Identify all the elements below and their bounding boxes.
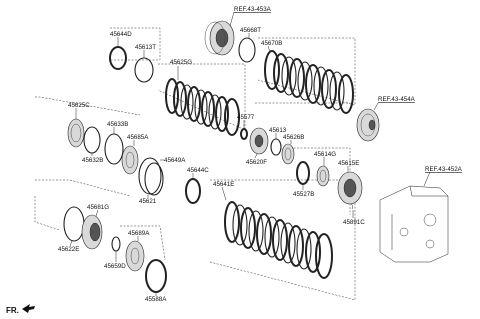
label-45626B: 45626B xyxy=(283,134,304,141)
label-45613: 45613 xyxy=(269,127,287,134)
label-45625C: 45625C xyxy=(68,102,90,109)
part-45649A-ring xyxy=(138,157,162,195)
part-45613T-ring xyxy=(134,57,154,83)
label-45625G: 45625G xyxy=(170,59,192,66)
group-box-lower-left xyxy=(35,179,131,197)
part-45620F-gear xyxy=(249,127,269,155)
part-45613-ring xyxy=(270,138,282,156)
part-45689A-bearing xyxy=(125,240,145,272)
part-45527B-ring xyxy=(296,161,310,185)
ref-link-43-452A[interactable]: REF.43-452A xyxy=(425,166,463,173)
label-45620F: 45620F xyxy=(246,159,267,166)
part-45668T-ring xyxy=(238,37,256,63)
group-box-bottom-left xyxy=(34,196,61,231)
label-45622E: 45622E xyxy=(58,246,79,253)
part-45626B-bearing xyxy=(281,143,295,165)
label-45613T: 45613T xyxy=(135,44,156,51)
label-45649A: 45649A xyxy=(164,157,186,164)
label-45577: 45577 xyxy=(237,114,255,121)
ref-link-43-453A[interactable]: REF.43-453A xyxy=(234,6,272,13)
label-45614G: 45614G xyxy=(314,151,336,158)
part-ref-454A-hub xyxy=(356,108,380,142)
front-arrow-icon xyxy=(22,304,35,313)
part-45670B-clutch-pack xyxy=(264,50,354,114)
part-45622E-ring xyxy=(63,206,85,242)
part-45577-ring xyxy=(240,128,248,140)
label-45644C: 45644C xyxy=(187,167,209,174)
part-ref-452A-case xyxy=(379,185,449,263)
part-45685A-bearing xyxy=(121,145,139,175)
label-45670B: 45670B xyxy=(261,40,282,47)
part-45644C-ring xyxy=(185,178,201,204)
label-45527B: 45527B xyxy=(293,191,314,198)
part-45625C-plate xyxy=(67,118,85,148)
group-box-45615 xyxy=(290,147,351,215)
label-45641E: 45641E xyxy=(213,181,234,188)
group-box-clutch-e xyxy=(209,179,356,301)
part-45633B-ring xyxy=(104,133,124,165)
label-45644D: 45644D xyxy=(110,31,132,38)
part-45632B-ring xyxy=(83,126,101,154)
label-45681G: 45681G xyxy=(87,204,109,211)
ref-link-43-454A[interactable]: REF.43-454A xyxy=(378,96,416,103)
label-45633B: 45633B xyxy=(107,121,128,128)
part-45614G-ring xyxy=(316,165,330,187)
label-45632B: 45632B xyxy=(82,157,103,164)
part-45644D-ring xyxy=(109,46,127,70)
front-direction-label: FR. xyxy=(6,306,19,315)
part-45625G-clutch-pack xyxy=(165,78,240,136)
part-ref-453A-drum xyxy=(204,20,235,56)
group-box-45689 xyxy=(120,225,166,261)
label-45891C: 45891C xyxy=(343,219,365,226)
label-45668T: 45668T xyxy=(240,27,261,34)
label-45659D: 45659D xyxy=(104,263,126,270)
label-45621: 45621 xyxy=(139,198,157,205)
label-45689A: 45689A xyxy=(128,230,150,237)
group-box-top xyxy=(110,27,161,61)
group-box-mid-left xyxy=(35,96,141,116)
part-45641E-clutch-pack xyxy=(224,201,333,279)
label-45588A: 45588A xyxy=(145,296,167,303)
part-45588A-ring xyxy=(145,259,167,293)
part-45659D-ring xyxy=(111,236,121,252)
group-box-clutch-c xyxy=(157,63,246,131)
label-45615E: 45615E xyxy=(338,160,359,167)
part-45615E-carrier xyxy=(337,171,363,205)
part-45621-ring xyxy=(144,162,164,196)
part-45681G-drum xyxy=(81,214,103,250)
part-45891C-clip xyxy=(350,203,354,210)
label-45685A: 45685A xyxy=(127,134,149,141)
